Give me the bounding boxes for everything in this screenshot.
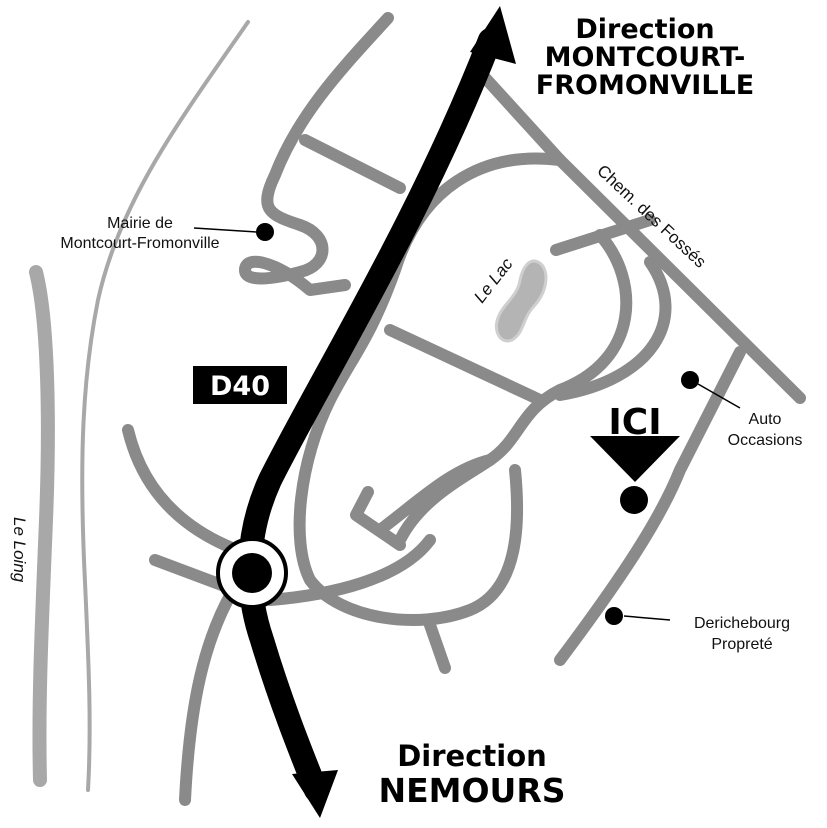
poi-auto-dot bbox=[681, 371, 699, 389]
poi-mairie-line2: Montcourt-Fromonville bbox=[60, 235, 219, 252]
arrow-north bbox=[470, 6, 516, 64]
poi-auto-line2: Occasions bbox=[728, 432, 803, 449]
here-marker: ICI bbox=[590, 402, 680, 514]
d40-badge bbox=[193, 366, 287, 404]
direction-north-line1: Direction bbox=[575, 14, 714, 45]
poi-mairie: Mairie de Montcourt-Fromonville bbox=[60, 215, 274, 252]
poi-auto-line1: Auto bbox=[749, 411, 782, 428]
poi-auto: Auto Occasions bbox=[681, 371, 802, 449]
poi-derichebourg: Derichebourg Propreté bbox=[605, 607, 790, 653]
direction-south-line2: NEMOURS bbox=[378, 771, 565, 810]
poi-derichebourg-dot bbox=[605, 607, 623, 625]
poi-derichebourg-line1: Derichebourg bbox=[694, 615, 790, 632]
river-loing bbox=[29, 20, 250, 792]
direction-south-line1: Direction bbox=[397, 739, 547, 773]
poi-mairie-line1: Mairie de bbox=[107, 215, 173, 232]
direction-north-line3: FROMONVILLE bbox=[536, 70, 754, 101]
direction-north-line2: MONTCOURT- bbox=[545, 42, 746, 73]
d40-label: D40 bbox=[210, 371, 270, 402]
direction-south: Direction NEMOURS bbox=[378, 739, 565, 810]
here-dot bbox=[620, 486, 648, 514]
roundabout-center bbox=[232, 553, 272, 593]
direction-north: Direction MONTCOURT- FROMONVILLE bbox=[536, 14, 754, 101]
here-arrow bbox=[590, 436, 680, 482]
arrow-south bbox=[292, 770, 338, 818]
poi-mairie-dot bbox=[256, 223, 274, 241]
main-road-d40 bbox=[238, 28, 502, 802]
lake bbox=[494, 259, 548, 343]
secondary-roads bbox=[122, 12, 806, 806]
river-label: Le Loing bbox=[10, 517, 29, 583]
poi-derichebourg-line2: Propreté bbox=[711, 636, 772, 653]
